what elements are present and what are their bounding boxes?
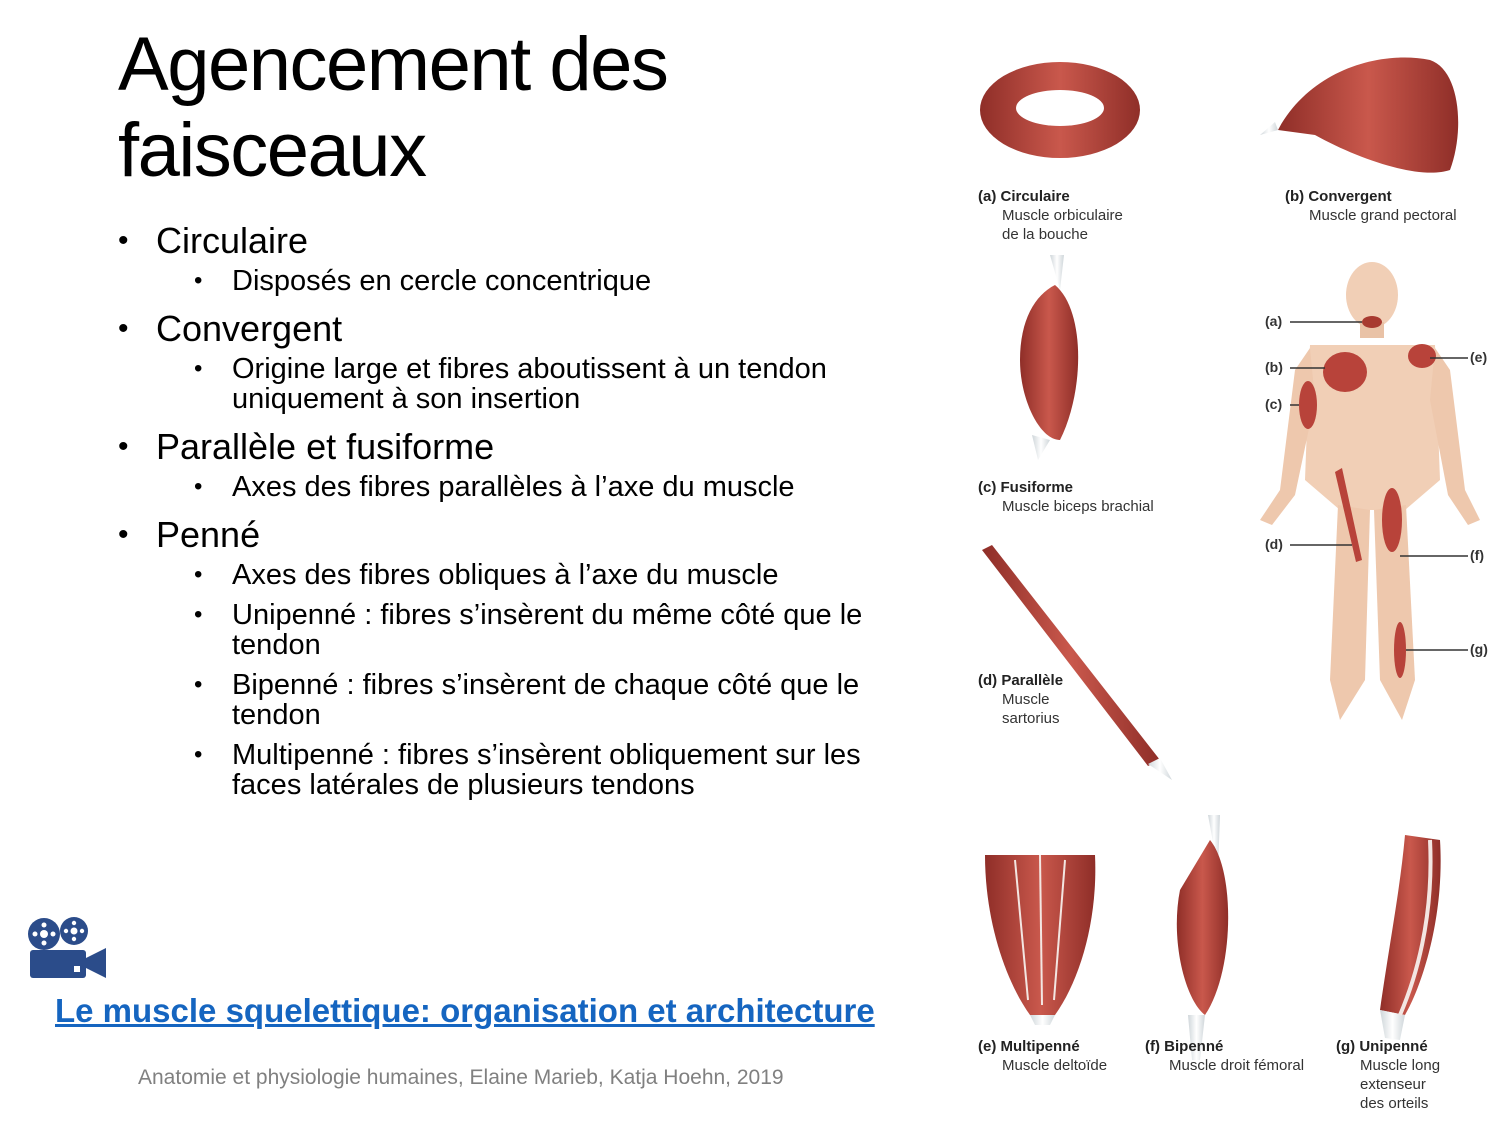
human-body-figure xyxy=(1260,262,1480,720)
sub-bullet: Disposés en cercle concentrique xyxy=(194,266,878,296)
circular-muscle xyxy=(980,62,1140,158)
bullet-parallele: Parallèle et fusiforme Axes des fibres p… xyxy=(118,426,878,502)
body-label-c: (c) xyxy=(1265,396,1283,412)
caption-c: (c) Fusiforme Muscle biceps brachial xyxy=(978,479,1154,515)
bullet-circulaire: Circulaire Disposés en cercle concentriq… xyxy=(118,220,878,296)
sub-list: Axes des fibres obliques à l’axe du musc… xyxy=(194,560,878,800)
bipennate-muscle xyxy=(1176,815,1229,1060)
video-camera-icon[interactable] xyxy=(26,916,110,982)
sub-list: Disposés en cercle concentrique xyxy=(194,266,878,296)
body-label-b: (b) xyxy=(1265,359,1283,375)
body-label-g: (g) xyxy=(1470,641,1488,657)
sub-bullet: Axes des fibres parallèles à l’axe du mu… xyxy=(194,472,878,502)
caption-b: (b) Convergent Muscle grand pectoral xyxy=(1285,188,1457,224)
sub-list: Axes des fibres parallèles à l’axe du mu… xyxy=(194,472,878,502)
slide-title: Agencement des faisceaux xyxy=(118,22,669,193)
caption-d: (d) Parallèle Muscle sartorius xyxy=(978,672,1064,727)
fusiform-muscle xyxy=(1020,255,1079,460)
sub-list: Origine large et fibres aboutissent à un… xyxy=(194,354,878,414)
caption-a: (a) Circulaire Muscle orbiculaire de la … xyxy=(978,188,1123,243)
body-label-f: (f) xyxy=(1470,547,1484,563)
muscle-illustration xyxy=(980,57,1480,1060)
body-label-d: (d) xyxy=(1265,536,1283,552)
parallel-muscle xyxy=(982,545,1172,780)
bullet-penne: Penné Axes des fibres obliques à l’axe d… xyxy=(118,514,878,800)
unipennate-muscle xyxy=(1380,835,1441,1040)
muscle-figure: (a) Circulaire Muscle orbiculaire de la … xyxy=(960,40,1500,1125)
caption-g: (g) Unipenné Muscle long extenseur des o… xyxy=(1336,1038,1441,1112)
sub-bullet: Unipenné : fibres s’insèrent du même côt… xyxy=(194,600,878,660)
sub-bullet: Origine large et fibres aboutissent à un… xyxy=(194,354,878,414)
sub-bullet: Multipenné : fibres s’insèrent obliqueme… xyxy=(194,740,878,800)
convergent-muscle xyxy=(1260,57,1459,173)
multipennate-muscle xyxy=(985,854,1096,1025)
caption-e: (e) Multipenné Muscle deltoïde xyxy=(978,1038,1108,1074)
body-label-e: (e) xyxy=(1470,349,1488,365)
citation-text: Anatomie et physiologie humaines, Elaine… xyxy=(138,1066,784,1089)
bullet-convergent: Convergent Origine large et fibres about… xyxy=(118,308,878,414)
video-link[interactable]: Le muscle squelettique: organisation et … xyxy=(55,992,875,1029)
sub-bullet: Axes des fibres obliques à l’axe du musc… xyxy=(194,560,878,590)
caption-f: (f) Bipenné Muscle droit fémoral xyxy=(1145,1038,1305,1074)
sub-bullet: Bipenné : fibres s’insèrent de chaque cô… xyxy=(194,670,878,730)
body-label-a: (a) xyxy=(1265,313,1283,329)
bullet-list: Circulaire Disposés en cercle concentriq… xyxy=(118,220,878,800)
